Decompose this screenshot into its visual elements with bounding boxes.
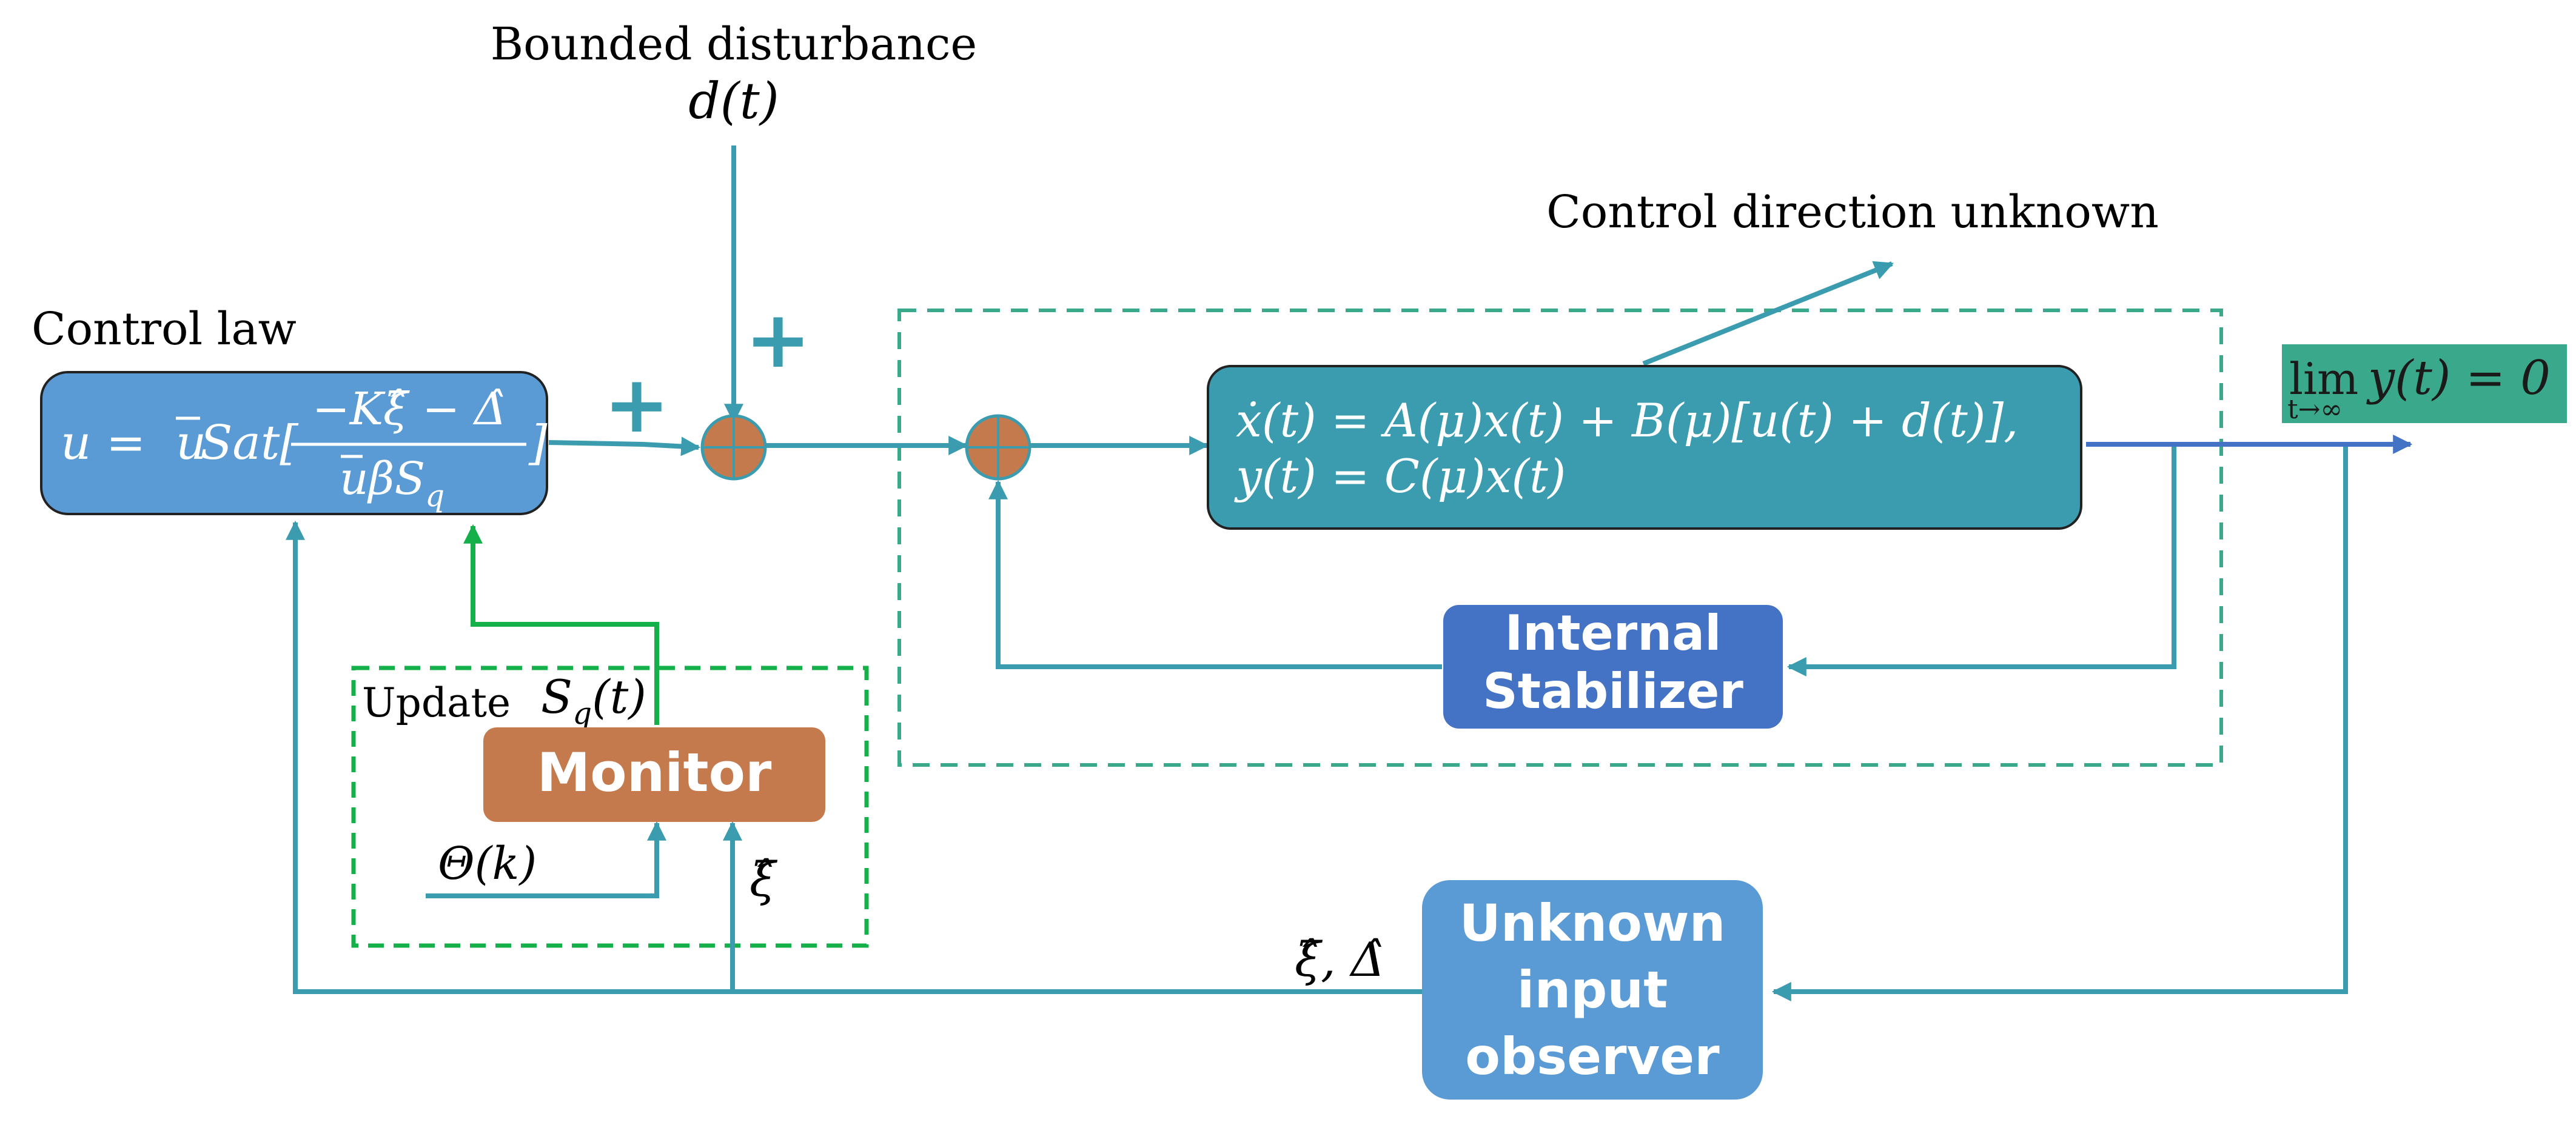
summing-junction-1 (700, 414, 767, 481)
xi-delta-hat-label: ξ̂, Δ̂ (1295, 933, 1385, 987)
control-direction-arrow (1642, 261, 1894, 366)
control-direction-label: Control direction unknown (1546, 186, 2159, 238)
svg-text:Sq(t): Sq(t) (541, 670, 646, 731)
control-law-denominator-rest: βS (367, 453, 425, 505)
sq-sub: q (572, 696, 592, 731)
control-law-sat: Sat[ (200, 416, 299, 470)
svg-text:uβSq: uβSq (340, 453, 444, 513)
internal-stabilizer-block: Internal Stabilizer (1443, 605, 1783, 729)
stabilizer-to-sum2-arrow (988, 479, 1442, 669)
plant-equation-1: ẋ(t) = A(μ)x(t) + B(μ)[u(t) + d(t)], (1236, 393, 2018, 447)
observer-to-control-arrow (286, 520, 1422, 994)
plus-sign-left: + (604, 358, 670, 450)
theta-to-monitor-arrow (426, 821, 666, 898)
control-law-numerator: −Kξ̂ − Δ̂ (312, 383, 507, 435)
bounded-disturbance-label: Bounded disturbance (491, 18, 977, 70)
summing-junction-2 (965, 414, 1031, 481)
monitor-block: Monitor (483, 727, 825, 822)
svg-text:u =: u = (61, 416, 146, 470)
plant-block: ẋ(t) = A(μ)x(t) + B(μ)[u(t) + d(t)], y(t… (1207, 365, 2082, 530)
control-law-block: u = u Sat[ −Kξ̂ − Δ̂ uβSq ] (40, 371, 548, 515)
lim-expression: y(t) = 0 (2366, 351, 2551, 406)
observer-line-2: input (1517, 960, 1668, 1020)
update-label: Update (362, 679, 511, 726)
monitor-to-control-arrow (463, 524, 659, 725)
sq-arg: (t) (592, 670, 646, 724)
control-law-title: Control law (32, 303, 297, 355)
plant-to-stabilizer-arrow (1786, 444, 2176, 676)
control-law-denominator-ubar: u (340, 453, 369, 505)
lim-main: lim (2289, 353, 2358, 404)
control-law-ubar: u (176, 416, 206, 470)
output-to-observer-arrow (1771, 444, 2348, 1001)
control-law-denominator-sub: q (425, 478, 444, 513)
control-law-close: ] (528, 416, 548, 470)
control-to-sum1-arrow (548, 436, 701, 456)
output-limit-label: lim t→∞ y(t) = 0 (2282, 344, 2567, 425)
plant-equation-2: y(t) = C(μ)x(t) (1234, 449, 1566, 503)
update-dashed-region (351, 666, 869, 948)
monitor-label: Monitor (537, 741, 772, 804)
observer-line-3: observer (1465, 1027, 1720, 1086)
observer-line-1: Unknown (1460, 893, 1726, 953)
control-law-lhs: u = (61, 416, 146, 470)
stabilizer-line-1: Internal (1504, 605, 1721, 661)
plus-sign-top: + (745, 293, 811, 386)
lim-sub: t→∞ (2287, 394, 2343, 425)
unknown-input-observer-block: Unknown input observer (1422, 880, 1763, 1100)
theta-label: Θ(k) (438, 838, 537, 890)
plant-dashed-region (897, 309, 2223, 767)
stabilizer-line-2: Stabilizer (1483, 663, 1743, 719)
xi-hat-label: ξ̂ (750, 853, 778, 907)
disturbance-symbol: d(t) (688, 73, 779, 130)
sq-label: S (541, 670, 572, 724)
